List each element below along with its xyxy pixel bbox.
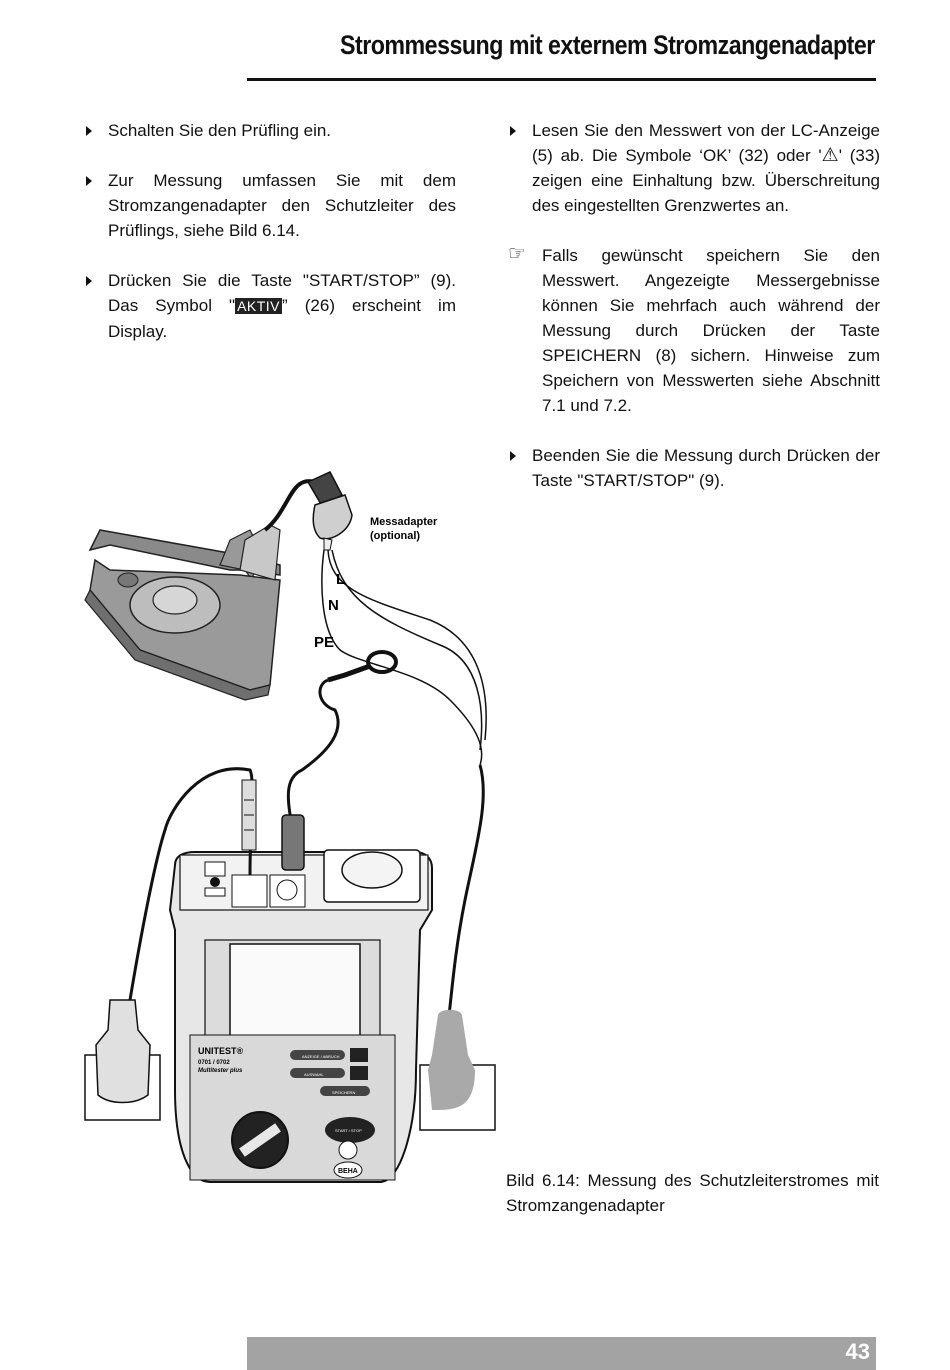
tester-plug-left: [241, 779, 257, 851]
device-name: Multitester plus: [198, 1068, 243, 1074]
wall-socket-left: [84, 999, 161, 1121]
left-column: Schalten Sie den Prüfling ein. Zur Messu…: [86, 118, 456, 369]
bullet-arrow-icon: [86, 176, 92, 186]
adapter-label: (optional): [370, 530, 420, 542]
wall-socket-right: [419, 1009, 496, 1131]
title-rule: [247, 78, 876, 81]
warning-triangle-icon: ⚠: [821, 144, 839, 166]
bullet-arrow-icon: [510, 126, 516, 136]
wire-label-pe: PE: [314, 634, 334, 651]
button-auswahl-label: AUSWAHL: [304, 1072, 324, 1077]
bullet-arrow-icon: [510, 451, 516, 461]
measurement-setup-figure: Messadapter (optional) L N PE UNITEST®: [84, 471, 496, 1183]
aktiv-symbol: AKTIV: [235, 298, 283, 314]
clamp-plug: [281, 814, 305, 871]
bullet-arrow-icon: [86, 126, 92, 136]
instruction-item: Beenden Sie die Messung durch Drücken de…: [510, 443, 880, 493]
current-clamp: [327, 650, 398, 683]
tester-device: UNITEST® 0701 / 0702 Multitester plus AN…: [168, 849, 433, 1183]
measuring-adapter: [306, 471, 353, 551]
instruction-text: Lesen Sie den Messwert von der LC-Anzeig…: [532, 121, 880, 165]
figure-caption: Bild 6.14: Messung des Schutzleiterstrom…: [506, 1171, 879, 1215]
instruction-item: Drücken Sie die Taste "START/STOP” (9). …: [86, 268, 456, 344]
instruction-text: Zur Messung umfassen Sie mit dem Stromza…: [108, 171, 456, 240]
instruction-text: Schalten Sie den Prüfling ein.: [108, 121, 332, 140]
instruction-item: Lesen Sie den Messwert von der LC-Anzeig…: [510, 118, 880, 218]
iron-illustration: [84, 524, 281, 701]
instruction-text: ” (26) erscheint im Display.: [108, 296, 456, 341]
right-column: Lesen Sie den Messwert von der LC-Anzeig…: [508, 118, 880, 518]
button-anzeige-label: ANZEIGE / ABRUCH: [302, 1054, 340, 1059]
page-number: 43: [845, 1339, 870, 1364]
pointing-hand-icon: ☞: [508, 241, 526, 265]
instruction-item: Zur Messung umfassen Sie mit dem Stromza…: [86, 168, 456, 243]
wire-label-n: N: [328, 597, 339, 614]
beha-logo: BEHA: [338, 1168, 358, 1175]
button-startstop-label: START / STOP: [335, 1128, 362, 1133]
adapter-label: Messadapter: [370, 516, 438, 528]
note-text: Falls gewünscht speichern Sie den Messwe…: [542, 246, 880, 415]
instruction-text: Beenden Sie die Messung durch Drücken de…: [532, 446, 880, 490]
bullet-arrow-icon: [86, 276, 92, 286]
footer-bar: [247, 1337, 876, 1370]
device-model: 0701 / 0702: [198, 1060, 230, 1066]
note-item: ☞ Falls gewünscht speichern Sie den Mess…: [508, 241, 880, 418]
instruction-text: Drücken Sie die Taste "START/STOP” (9). …: [108, 271, 456, 315]
wire-label-l: L: [336, 571, 345, 588]
button-speichern-label: SPEICHERN: [332, 1090, 355, 1095]
instruction-item: Schalten Sie den Prüfling ein.: [86, 118, 456, 143]
instruction-text: ' (33) zeigen eine Einhaltung bzw. Übers…: [532, 146, 880, 215]
device-brand: UNITEST®: [198, 1046, 244, 1056]
page-title: Strommessung mit externem Stromzangenada…: [340, 30, 875, 60]
